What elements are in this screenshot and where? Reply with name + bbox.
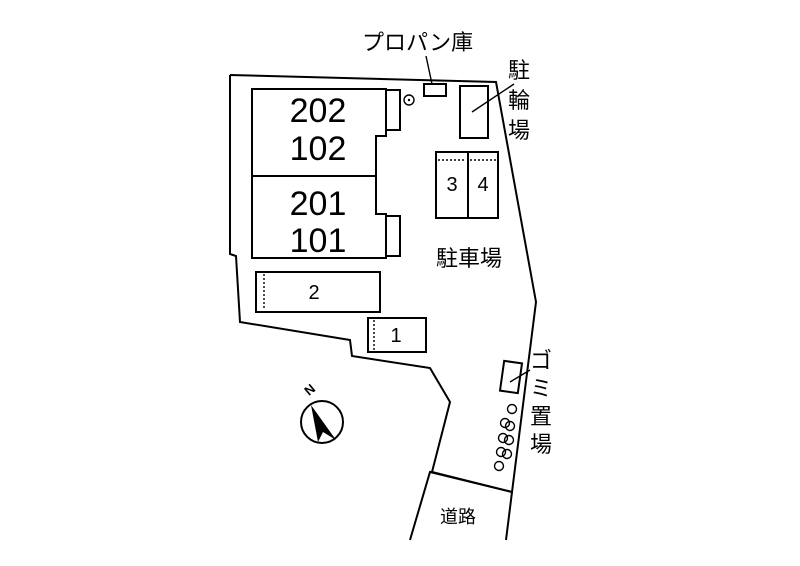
- parking-area-label: 駐車場: [436, 247, 502, 272]
- north-compass: N: [300, 381, 344, 444]
- site-boundary: [229, 74, 538, 494]
- road-boundary: [409, 470, 514, 541]
- parking-slot-1-label: 1: [390, 325, 401, 347]
- unit-201: 201: [290, 185, 347, 223]
- balcony-lower: [385, 215, 401, 257]
- shrubs: [493, 403, 518, 472]
- parking-slot-4: [467, 151, 499, 219]
- garbage-label-2: ミ: [530, 377, 552, 402]
- bicycle-label-3: 場: [508, 119, 530, 144]
- bicycle-label-2: 輪: [508, 89, 530, 114]
- unit-102: 102: [290, 130, 347, 168]
- road-label: 道路: [440, 507, 476, 528]
- shrub-icon: [506, 403, 518, 415]
- garbage-label-3: 置: [530, 405, 552, 430]
- shrub-icon: [499, 417, 511, 429]
- parking-slot-2-label: 2: [308, 282, 319, 304]
- balcony-upper: [385, 89, 401, 131]
- parking-slot-1: [367, 317, 427, 353]
- bicycle-parking: [459, 85, 489, 139]
- parking-slot-2: [255, 271, 381, 313]
- parking-slot-3-label: 3: [446, 174, 457, 196]
- compass-ring-icon: [300, 400, 344, 444]
- shrub-icon: [501, 448, 513, 460]
- shrub-icon: [493, 460, 505, 472]
- compass-needle-icon: [311, 405, 336, 442]
- parking-slot-4-label: 4: [477, 174, 488, 196]
- garbage-label-1: ゴ: [530, 349, 552, 374]
- propane-leader: [425, 55, 433, 85]
- unit-202: 202: [290, 92, 347, 130]
- unit-101: 101: [290, 222, 347, 260]
- north-label: N: [301, 381, 318, 399]
- shrub-icon: [495, 446, 507, 458]
- propane-label: プロパン庫: [362, 31, 473, 56]
- bicycle-label-1: 駐: [508, 59, 530, 84]
- shrub-icon: [504, 420, 516, 432]
- propane-storage: [423, 83, 447, 97]
- garbage-leader: [509, 369, 531, 383]
- meter-icon: [403, 94, 415, 106]
- garbage-area: [498, 359, 524, 395]
- shrub-icon: [497, 432, 509, 444]
- meter-icon-center: [407, 98, 411, 102]
- shrub-icon: [503, 434, 515, 446]
- bicycle-leader: [471, 83, 515, 113]
- garbage-label-4: 場: [530, 433, 552, 458]
